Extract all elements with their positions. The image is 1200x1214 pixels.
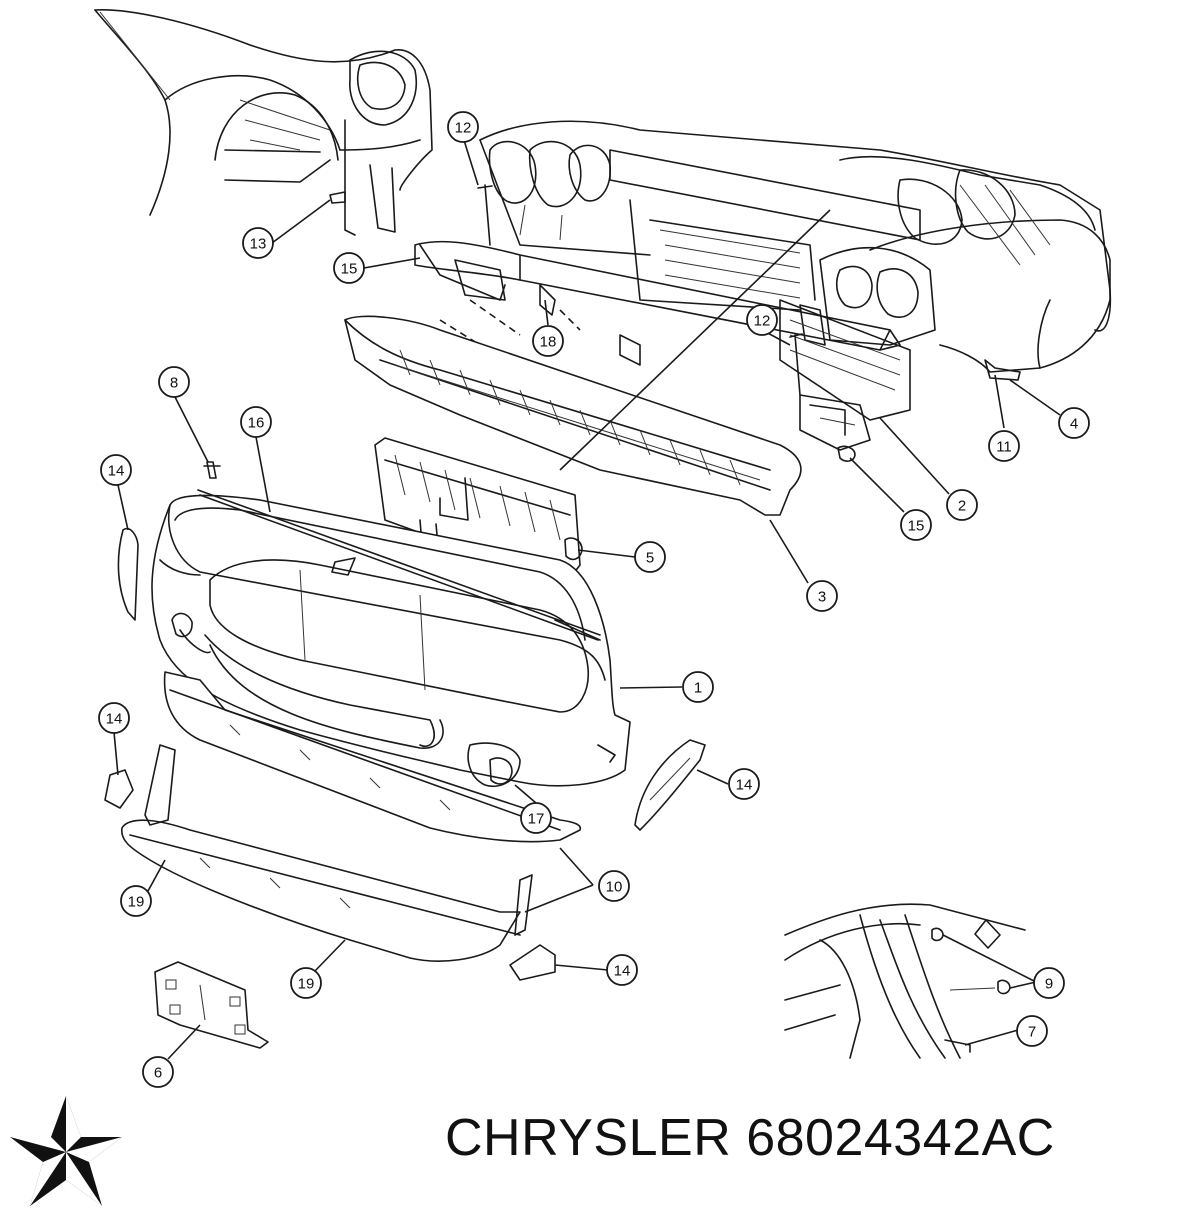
callout-number: 14 xyxy=(736,777,753,794)
callout-circle xyxy=(158,366,190,398)
upper-molding-illustration xyxy=(197,461,601,641)
air-dam-illustration xyxy=(121,671,582,962)
callout-number: 9 xyxy=(1045,976,1053,993)
callout-14: 14 xyxy=(98,702,130,734)
callout-number: 12 xyxy=(754,313,771,330)
callout-1: 1 xyxy=(682,671,714,703)
callout-circle xyxy=(1033,967,1065,999)
callout-number: 19 xyxy=(298,976,315,993)
callout-number: 15 xyxy=(908,518,925,535)
part-number: 68024342AC xyxy=(746,1109,1055,1167)
callout-19: 19 xyxy=(290,967,322,999)
callout-15: 15 xyxy=(333,252,365,284)
callout-circle xyxy=(520,802,552,834)
callout-circle xyxy=(242,227,274,259)
callout-circle xyxy=(806,580,838,612)
callout-17: 17 xyxy=(520,802,552,834)
callout-circle xyxy=(98,702,130,734)
bumper-reinforcement-illustration xyxy=(414,184,901,462)
callout-number: 11 xyxy=(996,439,1012,456)
callout-9: 9 xyxy=(1033,967,1065,999)
callout-number: 7 xyxy=(1028,1024,1036,1041)
callout-circle xyxy=(532,325,564,357)
side-brackets-illustration xyxy=(104,527,706,981)
callout-number: 10 xyxy=(606,879,623,896)
callout-circle xyxy=(746,304,778,336)
callout-number: 13 xyxy=(250,236,267,253)
callout-circle xyxy=(728,768,760,800)
radiator-support-illustration xyxy=(479,120,1112,421)
callout-number: 14 xyxy=(108,463,125,480)
callout-number: 2 xyxy=(958,498,966,515)
callout-circle xyxy=(1016,1015,1048,1047)
callout-number: 1 xyxy=(694,680,702,697)
energy-absorber-illustration xyxy=(344,315,802,516)
callout-14: 14 xyxy=(728,768,760,800)
callout-number: 14 xyxy=(106,711,123,728)
callout-number: 4 xyxy=(1070,416,1078,433)
callout-4: 4 xyxy=(1058,407,1090,439)
callout-circle xyxy=(100,454,132,486)
license-bracket-illustration xyxy=(154,961,269,1049)
left-fender-illustration xyxy=(94,9,433,236)
callout-14: 14 xyxy=(606,954,638,986)
callout-circle xyxy=(634,541,666,573)
callout-7: 7 xyxy=(1016,1015,1048,1047)
callout-19: 19 xyxy=(120,885,152,917)
callout-13: 13 xyxy=(242,227,274,259)
callout-circle xyxy=(606,954,638,986)
callout-circle xyxy=(900,509,932,541)
brand-caption: CHRYSLER 68024342AC xyxy=(445,1108,1055,1168)
callout-15: 15 xyxy=(900,509,932,541)
callout-circle xyxy=(120,885,152,917)
footer: CHRYSLER 68024342AC xyxy=(0,1088,1200,1206)
callout-circle xyxy=(240,406,272,438)
callout-circle xyxy=(1058,407,1090,439)
callout-circle xyxy=(682,671,714,703)
callout-12: 12 xyxy=(447,111,479,143)
callout-12: 12 xyxy=(746,304,778,336)
front-fascia-illustration xyxy=(151,494,631,787)
callout-18: 18 xyxy=(532,325,564,357)
callout-number: 5 xyxy=(646,550,654,567)
callout-leader-lines xyxy=(113,136,1061,1060)
callout-number: 19 xyxy=(128,894,145,911)
callout-number: 18 xyxy=(540,334,557,351)
callout-14: 14 xyxy=(100,454,132,486)
callout-3: 3 xyxy=(806,580,838,612)
callout-2: 2 xyxy=(946,489,978,521)
callout-8: 8 xyxy=(158,366,190,398)
callout-11: 11 xyxy=(988,430,1020,462)
chrysler-pentastar-logo xyxy=(10,1096,122,1206)
brand-name: CHRYSLER xyxy=(445,1109,732,1167)
callout-number: 6 xyxy=(154,1065,162,1082)
callout-circle xyxy=(290,967,322,999)
callout-10: 10 xyxy=(598,870,630,902)
callout-5: 5 xyxy=(634,541,666,573)
callout-circle xyxy=(142,1056,174,1088)
detail-view-illustration xyxy=(784,903,1026,1059)
leader-line-long xyxy=(559,209,831,471)
callout-number: 3 xyxy=(818,589,826,606)
callout-16: 16 xyxy=(240,406,272,438)
callout-number: 15 xyxy=(341,261,358,278)
callout-circle xyxy=(988,430,1020,462)
callout-circle xyxy=(333,252,365,284)
callout-layer: 1234567891011121213141414141515161718191… xyxy=(98,111,1090,1088)
callout-circle xyxy=(946,489,978,521)
callout-number: 14 xyxy=(614,963,631,980)
callout-circle xyxy=(447,111,479,143)
callout-number: 16 xyxy=(248,415,265,432)
callout-6: 6 xyxy=(142,1056,174,1088)
callout-number: 8 xyxy=(170,375,178,392)
callout-number: 17 xyxy=(528,811,545,828)
callout-circle xyxy=(598,870,630,902)
callout-number: 12 xyxy=(455,120,472,137)
